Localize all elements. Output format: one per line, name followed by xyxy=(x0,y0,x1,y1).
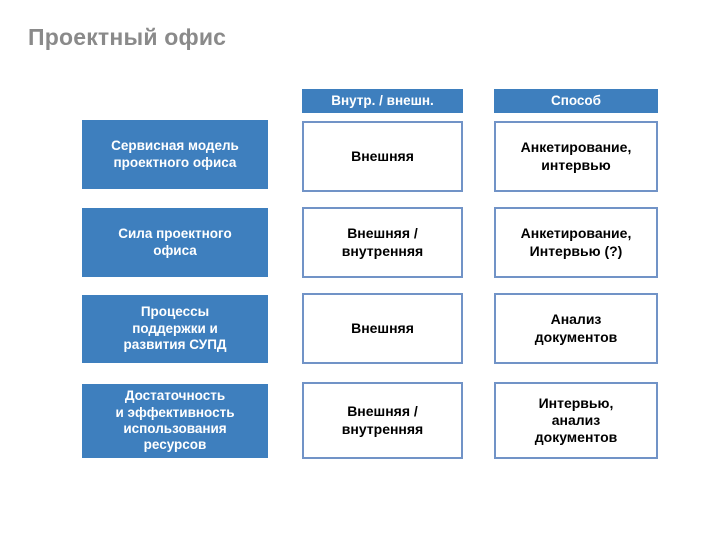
origin-cell-row-2: Внешняя / внутренняя xyxy=(302,207,463,278)
method-cell-row-2: Анкетирование, Интервью (?) xyxy=(494,207,658,278)
row-label-service-model: Сервисная модель проектного офиса xyxy=(82,120,268,189)
origin-cell-row-4: Внешняя / внутренняя xyxy=(302,382,463,459)
origin-cell-row-3: Внешняя xyxy=(302,293,463,364)
method-cell-row-1: Анкетирование, интервью xyxy=(494,121,658,192)
row-label-office-strength: Сила проектного офиса xyxy=(82,208,268,277)
page-title: Проектный офис xyxy=(28,24,227,50)
column-header-method: Способ xyxy=(494,89,658,113)
column-header-origin: Внутр. / внешн. xyxy=(302,89,463,113)
origin-cell-row-1: Внешняя xyxy=(302,121,463,192)
method-cell-row-4: Интервью, анализ документов xyxy=(494,382,658,459)
method-cell-row-3: Анализ документов xyxy=(494,293,658,364)
row-label-resource-efficiency: Достаточность и эффективность использова… xyxy=(82,384,268,458)
row-label-supd-processes: Процессы поддержки и развития СУПД xyxy=(82,295,268,363)
